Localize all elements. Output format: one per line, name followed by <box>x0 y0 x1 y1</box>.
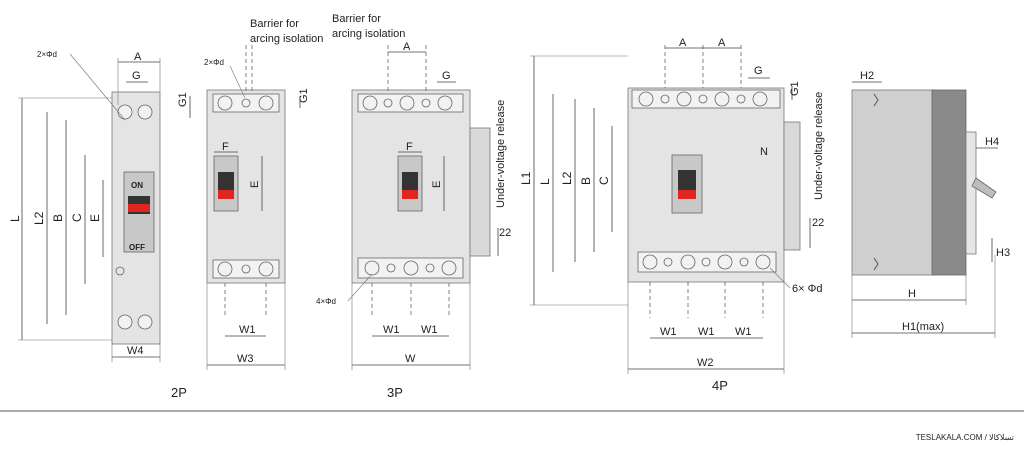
switch-handle-3p <box>402 190 418 199</box>
view-2p-wide: F E 2×Φd Barrier for arcing isolation G1… <box>171 18 323 400</box>
dim-e-label: E <box>88 214 102 222</box>
view-side: H2 H4 H3 H H1(max) <box>851 70 1010 338</box>
reset-hole <box>115 266 125 276</box>
dim-f-label-3p: F <box>406 141 413 153</box>
dim-h-label: H <box>908 288 916 300</box>
dim-l2-label-4p: L2 <box>560 171 574 185</box>
caption-3p: 3P <box>387 385 403 400</box>
terminal-top-right <box>137 104 153 120</box>
barrier-label-3p-l2: arcing isolation <box>332 28 405 40</box>
watermark: TESLAKALA.COM / تسلاکالا <box>916 433 1014 442</box>
under-voltage-label-4p: Under-voltage release <box>813 92 825 200</box>
dim-h2-label: H2 <box>860 70 874 82</box>
side-handle <box>971 177 997 199</box>
dim-c-label: C <box>70 213 84 222</box>
dim-w3-label: W3 <box>237 353 254 365</box>
dim-22-label-4p: 22 <box>812 217 824 229</box>
dim-h3-label: H3 <box>996 247 1010 259</box>
dim-a-label-4p-b: A <box>718 37 726 49</box>
view-4p: N A A G G1 Under-voltage release 22 L1 L… <box>519 37 825 393</box>
switch-handle-4p <box>678 190 696 199</box>
dim-e-label-2p: E <box>249 181 261 188</box>
dim-l1-label: L1 <box>519 171 533 185</box>
switch-handle-red <box>128 204 150 212</box>
barrier-label-2p-l1: Barrier for <box>250 18 299 30</box>
dim-b-label-4p: B <box>579 177 593 185</box>
caption-2p: 2P <box>171 385 187 400</box>
switch-off-label: OFF <box>129 243 145 252</box>
dim-a-label-4p-a: A <box>679 37 687 49</box>
dim-b-label: B <box>51 214 65 222</box>
dim-l-label-4p: L <box>538 178 552 185</box>
under-voltage-module-4p <box>783 121 801 251</box>
dim-w1-label-4p-a: W1 <box>660 326 677 338</box>
dim-w1-label-3p-b: W1 <box>421 324 438 336</box>
terminal-bottom-right <box>137 314 153 330</box>
side-body-light <box>851 89 935 276</box>
holes-4d-label: 4×Φd <box>316 297 336 306</box>
dim-h4-label: H4 <box>985 136 999 148</box>
switch-on-label: ON <box>131 181 143 190</box>
dim-h1-label: H1(max) <box>902 321 944 333</box>
dim-g-label: G <box>132 70 141 82</box>
under-voltage-module-3p <box>469 127 491 257</box>
switch-handle-2p <box>218 190 234 199</box>
terminal-bottom-left <box>117 314 133 330</box>
terminal-top-left <box>117 104 133 120</box>
dim-g1-label: G1 <box>177 92 189 107</box>
dim-l-label: L <box>8 215 22 222</box>
dim-w1-label-2p: W1 <box>239 324 256 336</box>
view-3p: F E Barrier for arcing isolation A G Und… <box>316 13 511 400</box>
holes-2d-label-2p: 2×Φd <box>204 58 224 67</box>
dim-w1-label-3p-a: W1 <box>383 324 400 336</box>
dim-w-label: W <box>405 353 416 365</box>
dim-g-label-4p: G <box>754 65 763 77</box>
barrier-label-2p-l2: arcing isolation <box>250 33 323 45</box>
dim-w1-label-4p-b: W1 <box>698 326 715 338</box>
dim-g-label-3p: G <box>442 70 451 82</box>
dim-22-label-3p: 22 <box>499 227 511 239</box>
dim-w1-label-4p-c: W1 <box>735 326 752 338</box>
dim-e-label-3p: E <box>431 181 443 188</box>
dim-a-label-3p: A <box>403 41 411 53</box>
dim-w4-label: W4 <box>127 345 144 357</box>
dim-c-label-4p: C <box>597 176 611 185</box>
dim-g1-label-4p: G1 <box>789 81 801 96</box>
holes-6d-label: 6× Φd <box>792 283 823 295</box>
barrier-label-3p-l1: Barrier for <box>332 13 381 25</box>
side-body-dark <box>931 89 967 276</box>
holes-2d-label: 2×Φd <box>37 50 57 59</box>
dim-a-label: A <box>134 51 142 63</box>
dim-f-label-2p: F <box>222 141 229 153</box>
under-voltage-label-3p: Under-voltage release <box>495 100 507 208</box>
neutral-label: N <box>760 146 768 158</box>
view-2p-narrow: ON OFF A G 2×Φd G1 L L2 B C E W4 <box>8 50 191 362</box>
caption-4p: 4P <box>712 378 728 393</box>
dim-w2-label: W2 <box>697 357 714 369</box>
dim-g1-label-2p: G1 <box>298 88 310 103</box>
breaker-body-4p <box>627 87 785 283</box>
dim-l2-label: L2 <box>32 211 46 225</box>
